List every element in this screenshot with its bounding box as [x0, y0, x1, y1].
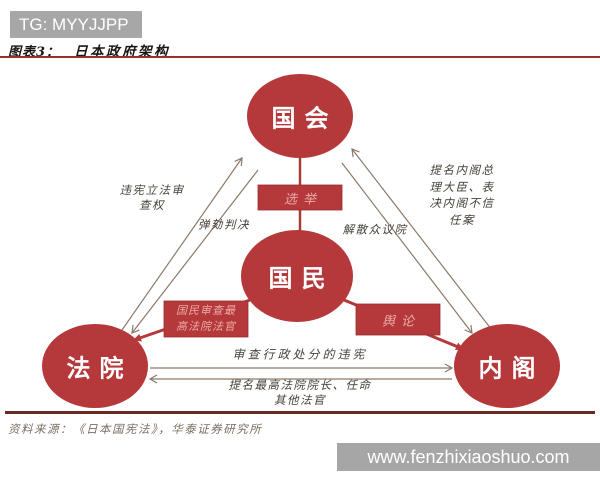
bottom-divider-rule [5, 411, 595, 414]
edge-impeachment-line [131, 169, 259, 334]
telegram-watermark-badge: TG: MYYJJPP [10, 11, 142, 38]
dissolve-house-label: 解散众议院 [342, 222, 408, 237]
citizen-review-box [163, 300, 249, 338]
node-citizens-label: 国民 [268, 263, 335, 293]
node-citizens-ellipse [241, 230, 353, 322]
impeachment-label: 弹劾判决 [198, 217, 250, 232]
node-cabinet-label: 内阁 [478, 353, 545, 383]
constitutional-review-label-line1: 违宪立法审 [119, 183, 185, 197]
election-box [257, 184, 343, 211]
node-diet-label: 国会 [271, 103, 338, 133]
pm-nomination-label: 提名内阁总 理大臣、表 决内阁不信 任案 [430, 162, 495, 228]
public-opinion-label: 舆论 [381, 314, 421, 330]
pm-nomination-label-line3: 决内阁不信 [429, 196, 495, 210]
citizen-review-label-line2: 高法院法官 [176, 320, 236, 333]
edge-pm-nomination-line [341, 162, 473, 334]
node-cabinet-ellipse [454, 324, 560, 408]
edge-dissolve-house-line [351, 148, 496, 335]
judge-appointment-label: 提名最高法院院长、任命 其他法官 [229, 378, 372, 408]
constitutional-review-label-line2: 查权 [139, 198, 165, 212]
pm-nomination-label-line2: 理大臣、表 [429, 179, 495, 194]
election-label: 选举 [283, 192, 323, 208]
citizen-review-label: 国民审查最 高法院法官 [176, 303, 236, 335]
site-watermark-bar: www.fenzhixiaoshuo.com [337, 443, 600, 471]
edge-constitutional-review-line [121, 157, 243, 331]
node-courts-ellipse [42, 324, 148, 408]
top-divider-rule [0, 56, 600, 58]
public-opinion-box [355, 303, 441, 336]
node-diet-ellipse [247, 74, 353, 158]
judge-appointment-label-line1: 提名最高法院院长、任命 [228, 378, 372, 392]
judge-appointment-label-line2: 其他法官 [274, 393, 326, 407]
source-note: 资料来源：《日本国宪法》，华泰证券研究所 [8, 422, 263, 436]
admin-review-label: 审查行政处分的违宪 [232, 347, 368, 362]
constitutional-review-label: 违宪立法审 查权 [120, 183, 185, 213]
pm-nomination-label-line1: 提名内阁总 [429, 163, 495, 177]
pm-nomination-label-line4: 任案 [449, 212, 475, 227]
citizen-review-label-line1: 国民审查最 [176, 304, 236, 317]
node-courts-label: 法院 [66, 353, 133, 383]
